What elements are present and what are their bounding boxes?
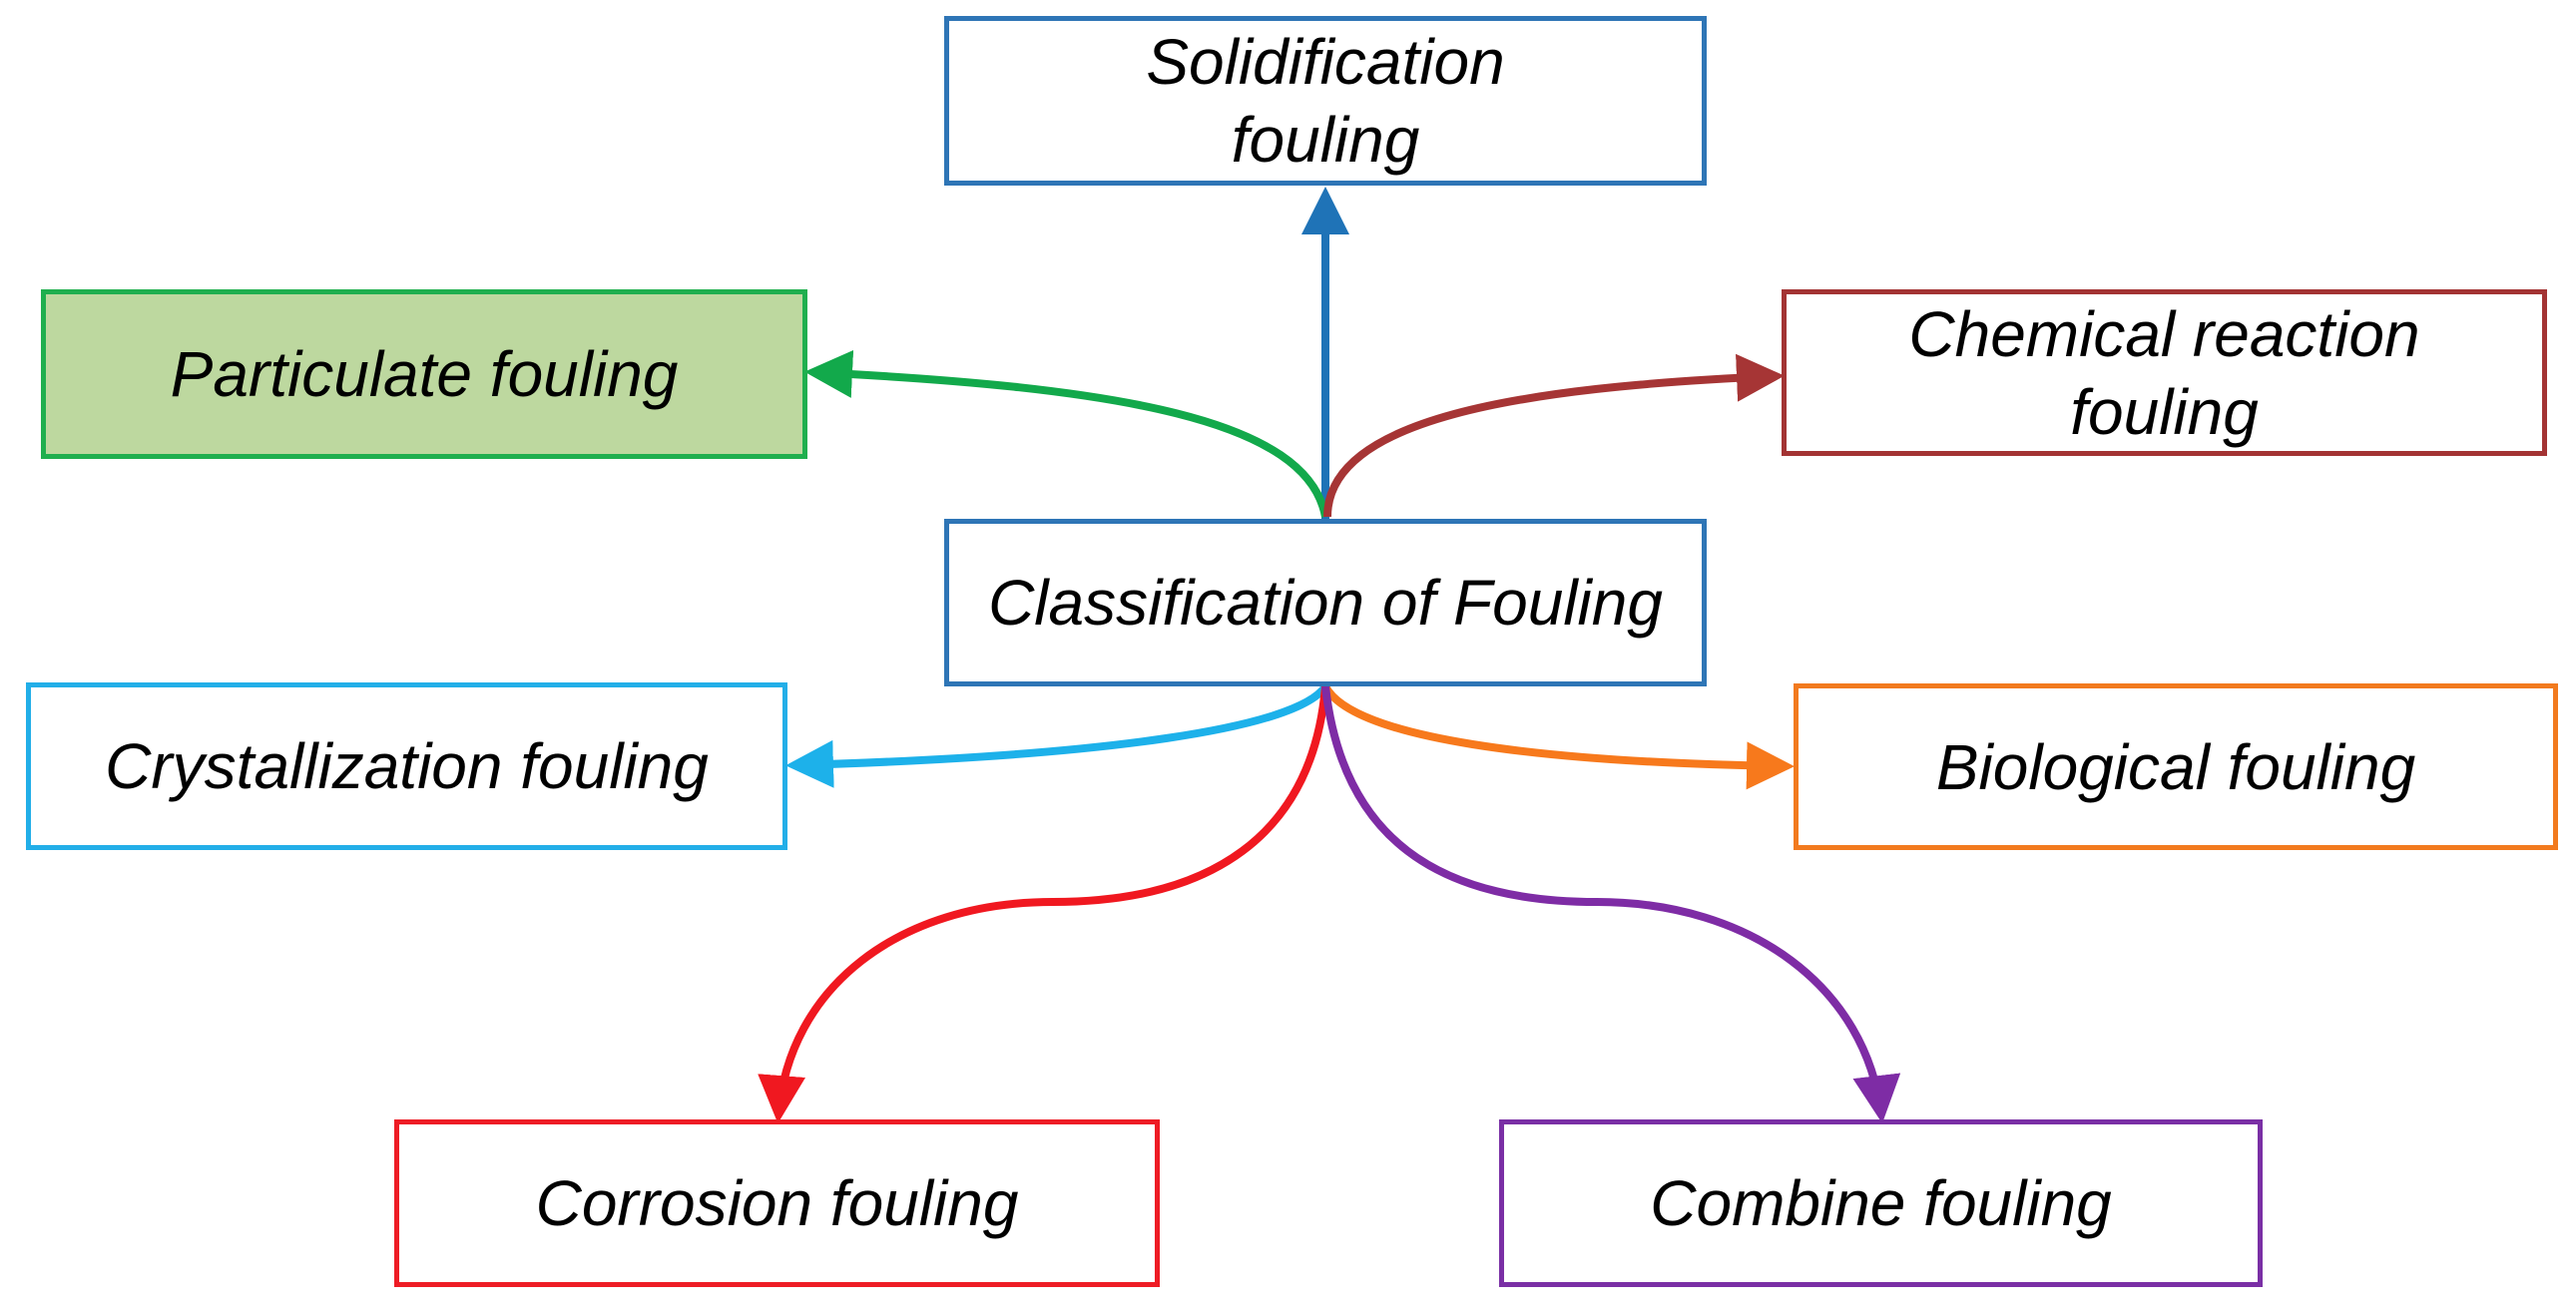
node-solidification: Solidification fouling bbox=[944, 16, 1707, 186]
edge-corrosion bbox=[758, 685, 1329, 1123]
edge-biological bbox=[1321, 683, 1795, 790]
node-center: Classification of Fouling bbox=[944, 519, 1707, 686]
edge-chemical bbox=[1323, 353, 1785, 518]
node-crystallization: Crystallization fouling bbox=[26, 682, 787, 850]
node-chemical-label: Chemical reaction fouling bbox=[1908, 297, 2420, 448]
edge-combine bbox=[1321, 685, 1901, 1123]
node-particulate-label: Particulate fouling bbox=[170, 338, 679, 410]
node-combine: Combine fouling bbox=[1499, 1119, 2263, 1287]
node-corrosion: Corrosion fouling bbox=[394, 1119, 1160, 1287]
node-chemical: Chemical reaction fouling bbox=[1782, 289, 2547, 456]
edge-particulate bbox=[804, 349, 1329, 518]
node-corrosion-label: Corrosion fouling bbox=[535, 1167, 1019, 1239]
node-combine-label: Combine fouling bbox=[1650, 1167, 2112, 1239]
edge-crystallization bbox=[785, 683, 1329, 788]
node-particulate: Particulate fouling bbox=[41, 289, 807, 459]
node-biological: Biological fouling bbox=[1794, 683, 2558, 850]
node-solidification-label: Solidification fouling bbox=[1146, 26, 1505, 176]
node-crystallization-label: Crystallization fouling bbox=[105, 730, 709, 802]
node-biological-label: Biological fouling bbox=[1935, 730, 2416, 803]
node-center-label: Classification of Fouling bbox=[988, 567, 1663, 639]
